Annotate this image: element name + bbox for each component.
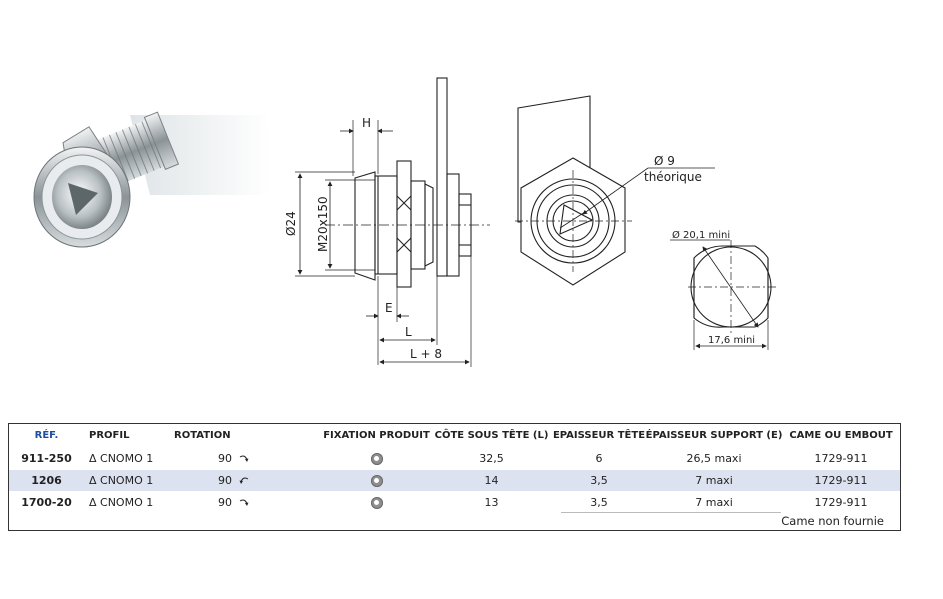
row-profil: Δ CNOMO 1 — [89, 452, 154, 465]
dim-thread-label: M20x150 — [316, 196, 330, 252]
row-support: 7 maxi — [695, 496, 733, 509]
row-epaisseur: 3,5 — [590, 496, 608, 509]
dim-l-label: L — [405, 325, 412, 339]
header-ref: RÉF. — [34, 429, 59, 441]
dim-diameter-24-label: Ø24 — [284, 211, 298, 236]
header-epaisseur: EPAISSEUR TÊTE — [552, 429, 646, 441]
table-row: 1700-20 Δ CNOMO 1 90 13 3,5 7 maxi 1729-… — [9, 492, 900, 513]
row-came: 1729-911 — [814, 474, 868, 487]
header-fixation: FIXATION PRODUIT — [323, 429, 430, 441]
product-photo — [33, 111, 270, 248]
row-profil: Δ CNOMO 1 — [89, 496, 154, 509]
dim-e-label: E — [385, 301, 393, 315]
footnote: Came non fournie — [781, 514, 884, 528]
nut-icon — [370, 474, 383, 487]
nut-icon — [370, 452, 383, 465]
table-header-row: RÉF. PROFIL ROTATION FIXATION PRODUIT CÔ… — [9, 424, 900, 446]
row-profil: Δ CNOMO 1 — [89, 474, 154, 487]
row-cote: 13 — [484, 496, 499, 509]
header-cote: CÔTE SOUS TÊTE (L) — [434, 429, 549, 441]
technical-drawing: H Ø24 M20x150 E L L + 8 Ø 9 théorique Ø … — [284, 77, 776, 367]
rotate-clockwise-icon — [239, 499, 249, 506]
rotation-value: 90 — [218, 496, 232, 509]
rotation-value: 90 — [218, 452, 232, 465]
specs-table: RÉF. PROFIL ROTATION FIXATION PRODUIT CÔ… — [8, 423, 901, 531]
nut-icon — [370, 496, 383, 509]
table-row: 1206 Δ CNOMO 1 90 14 3,5 7 maxi 1729-911 — [9, 470, 900, 491]
dim-diameter-9-label: Ø 9 — [654, 154, 675, 168]
row-rotation: 90 — [174, 448, 254, 469]
front-view — [515, 95, 715, 286]
dim-h-label: H — [362, 116, 371, 130]
dim-l8-label: L + 8 — [410, 347, 442, 361]
row-divider — [561, 512, 781, 513]
row-ref: 1206 — [31, 474, 62, 487]
header-came: CAME OU EMBOUT — [789, 429, 893, 441]
row-support: 7 maxi — [695, 474, 733, 487]
row-epaisseur: 6 — [595, 452, 603, 465]
dim-theorique-label: théorique — [644, 170, 702, 184]
row-support: 26,5 maxi — [686, 452, 742, 465]
row-cote: 14 — [484, 474, 499, 487]
row-cote: 32,5 — [479, 452, 504, 465]
row-ref: 911-250 — [21, 452, 72, 465]
rotation-value: 90 — [218, 474, 232, 487]
row-rotation: 90 — [174, 470, 254, 491]
dim-diameter-201-label: Ø 20,1 mini — [672, 229, 730, 241]
rotate-clockwise-icon — [239, 455, 249, 462]
row-rotation: 90 — [174, 492, 254, 513]
row-ref: 1700-20 — [21, 496, 72, 509]
profile-view — [670, 239, 776, 350]
row-epaisseur: 3,5 — [590, 474, 608, 487]
row-came: 1729-911 — [814, 452, 868, 465]
row-came: 1729-911 — [814, 496, 868, 509]
side-view — [354, 77, 472, 288]
header-rotation: ROTATION — [174, 429, 231, 441]
dim-176-label: 17,6 mini — [708, 335, 755, 346]
rotate-counterclockwise-icon — [239, 477, 249, 484]
table-row: 911-250 Δ CNOMO 1 90 32,5 6 26,5 maxi 17… — [9, 448, 900, 469]
header-support: ÉPAISSEUR SUPPORT (E) — [645, 429, 783, 441]
header-profil: PROFIL — [89, 429, 130, 441]
